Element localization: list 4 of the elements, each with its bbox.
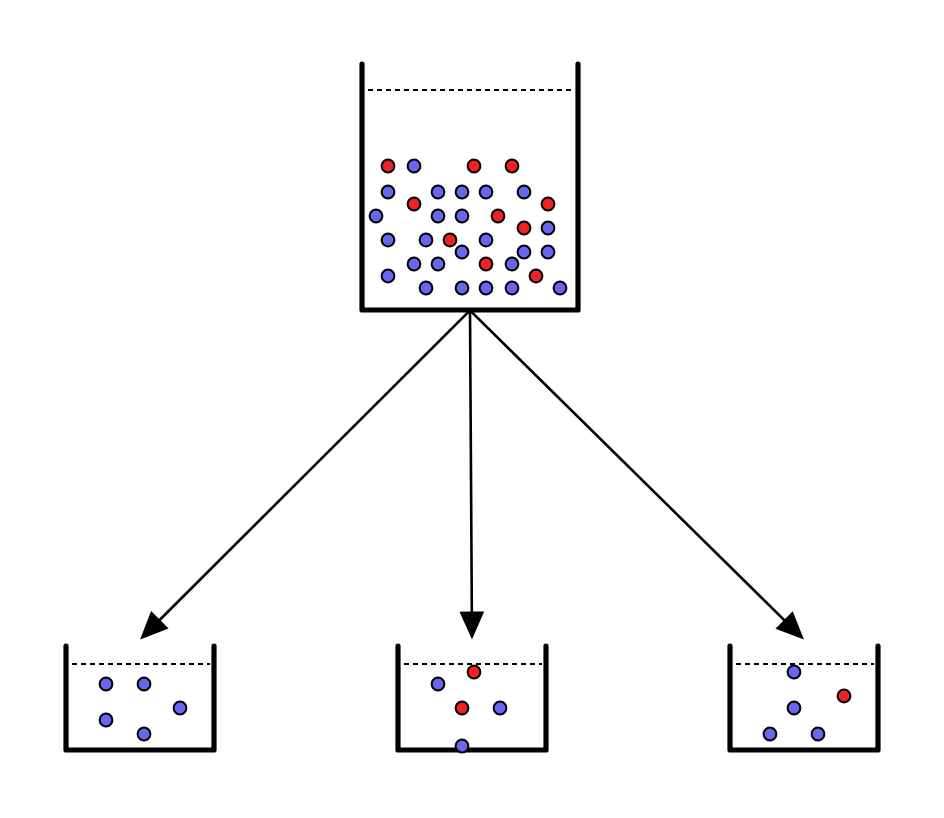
beaker-drawing — [359, 61, 581, 313]
beaker-drawing — [395, 643, 549, 754]
beaker-drawing — [727, 643, 881, 753]
beaker-drawing — [63, 643, 217, 753]
